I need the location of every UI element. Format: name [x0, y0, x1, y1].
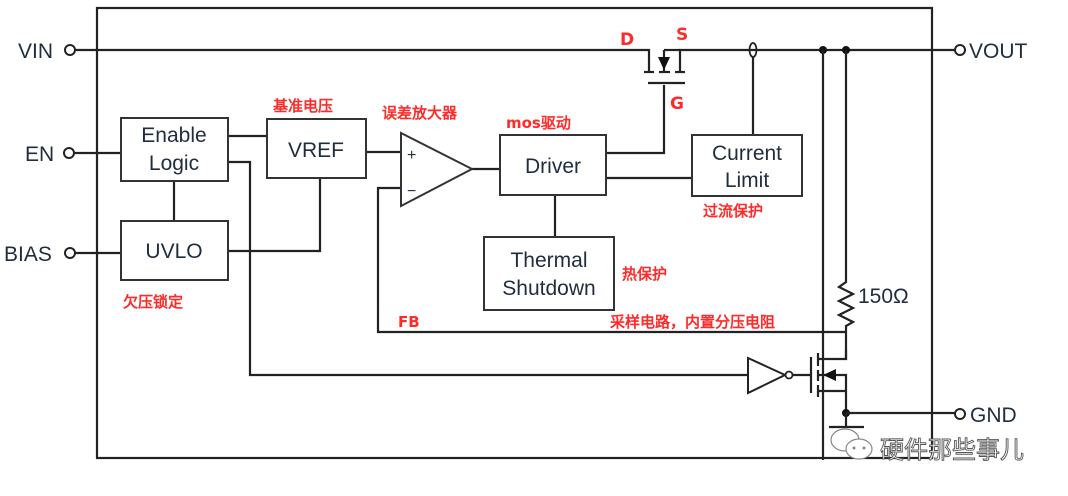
mosfet-body-arrow	[658, 57, 670, 70]
wire-uvlo-vref	[228, 178, 322, 253]
annotation-uvlo: 欠压锁定	[123, 293, 183, 311]
pin-en-terminal	[63, 147, 75, 159]
wire-feedback	[376, 186, 846, 334]
mosfet-gate-label: G	[670, 94, 684, 114]
enable-logic-line2: Logic	[149, 152, 199, 175]
enable-logic-block: Enable Logic	[120, 117, 229, 182]
error-amplifier: + −	[400, 131, 475, 208]
nmos-arrow	[823, 369, 836, 381]
pin-en: EN	[25, 143, 75, 166]
pin-bias: BIAS	[4, 243, 76, 266]
annotation-vref: 基准电压	[272, 97, 333, 115]
mosfet-source-label: S	[676, 25, 688, 45]
thermal-line1: Thermal	[510, 249, 587, 272]
wire-driver-gate	[606, 85, 666, 155]
pin-bias-label: BIAS	[4, 243, 52, 266]
pin-vout: VOUT	[954, 40, 1028, 63]
current-limit-block: Current Limit	[691, 134, 803, 197]
opamp-minus: −	[407, 183, 416, 200]
pin-vout-label: VOUT	[969, 40, 1028, 63]
resistor-value: 150Ω	[858, 285, 909, 308]
thermal-shutdown-block: Thermal Shutdown	[483, 236, 615, 311]
resistor-150ohm	[836, 275, 856, 360]
annotation-fb: FB	[398, 313, 420, 331]
pin-vin: VIN	[18, 40, 76, 63]
vref-label: VREF	[288, 139, 344, 162]
wechat-icon	[830, 428, 873, 460]
pass-mosfet	[644, 48, 685, 85]
current-limit-line1: Current	[712, 142, 782, 165]
annotation-sampling: 采样电路，内置分压电阻	[609, 313, 775, 331]
thermal-line2: Shutdown	[502, 277, 595, 300]
annotation-error-amplifier: 误差放大器	[382, 104, 458, 122]
pin-en-label: EN	[25, 143, 54, 166]
uvlo-label: UVLO	[145, 240, 202, 263]
pin-vout-terminal	[954, 44, 966, 56]
driver-label: Driver	[525, 155, 581, 178]
pin-vin-terminal	[64, 44, 76, 56]
discharge-nmos	[793, 350, 955, 429]
annotation-thermal: 热保护	[622, 265, 667, 283]
vref-block: VREF	[266, 118, 367, 179]
annotation-overcurrent: 过流保护	[703, 202, 763, 220]
enable-logic-line1: Enable	[141, 124, 206, 147]
current-limit-line2: Limit	[725, 169, 770, 192]
pin-gnd: GND	[954, 404, 1017, 427]
uvlo-block: UVLO	[120, 220, 229, 281]
chip-boundary	[95, 6, 934, 460]
watermark-text: 硬件那些事儿	[880, 436, 1024, 464]
driver-block: Driver	[499, 134, 607, 196]
pin-vin-label: VIN	[18, 40, 53, 63]
pin-bias-terminal	[64, 247, 76, 259]
watermark: 硬件那些事儿	[830, 428, 1024, 464]
annotation-mos-driver: mos驱动	[506, 114, 571, 132]
opamp-plus: +	[407, 147, 416, 164]
pin-gnd-label: GND	[970, 404, 1017, 427]
pin-gnd-terminal	[954, 408, 966, 420]
wire-enable-discharge	[228, 160, 748, 377]
inverter	[747, 356, 794, 395]
wire-source-vout	[678, 48, 955, 72]
mosfet-drain-label: D	[620, 30, 634, 50]
inverter-bubble	[784, 370, 794, 380]
wire-vin-drain	[75, 48, 651, 72]
